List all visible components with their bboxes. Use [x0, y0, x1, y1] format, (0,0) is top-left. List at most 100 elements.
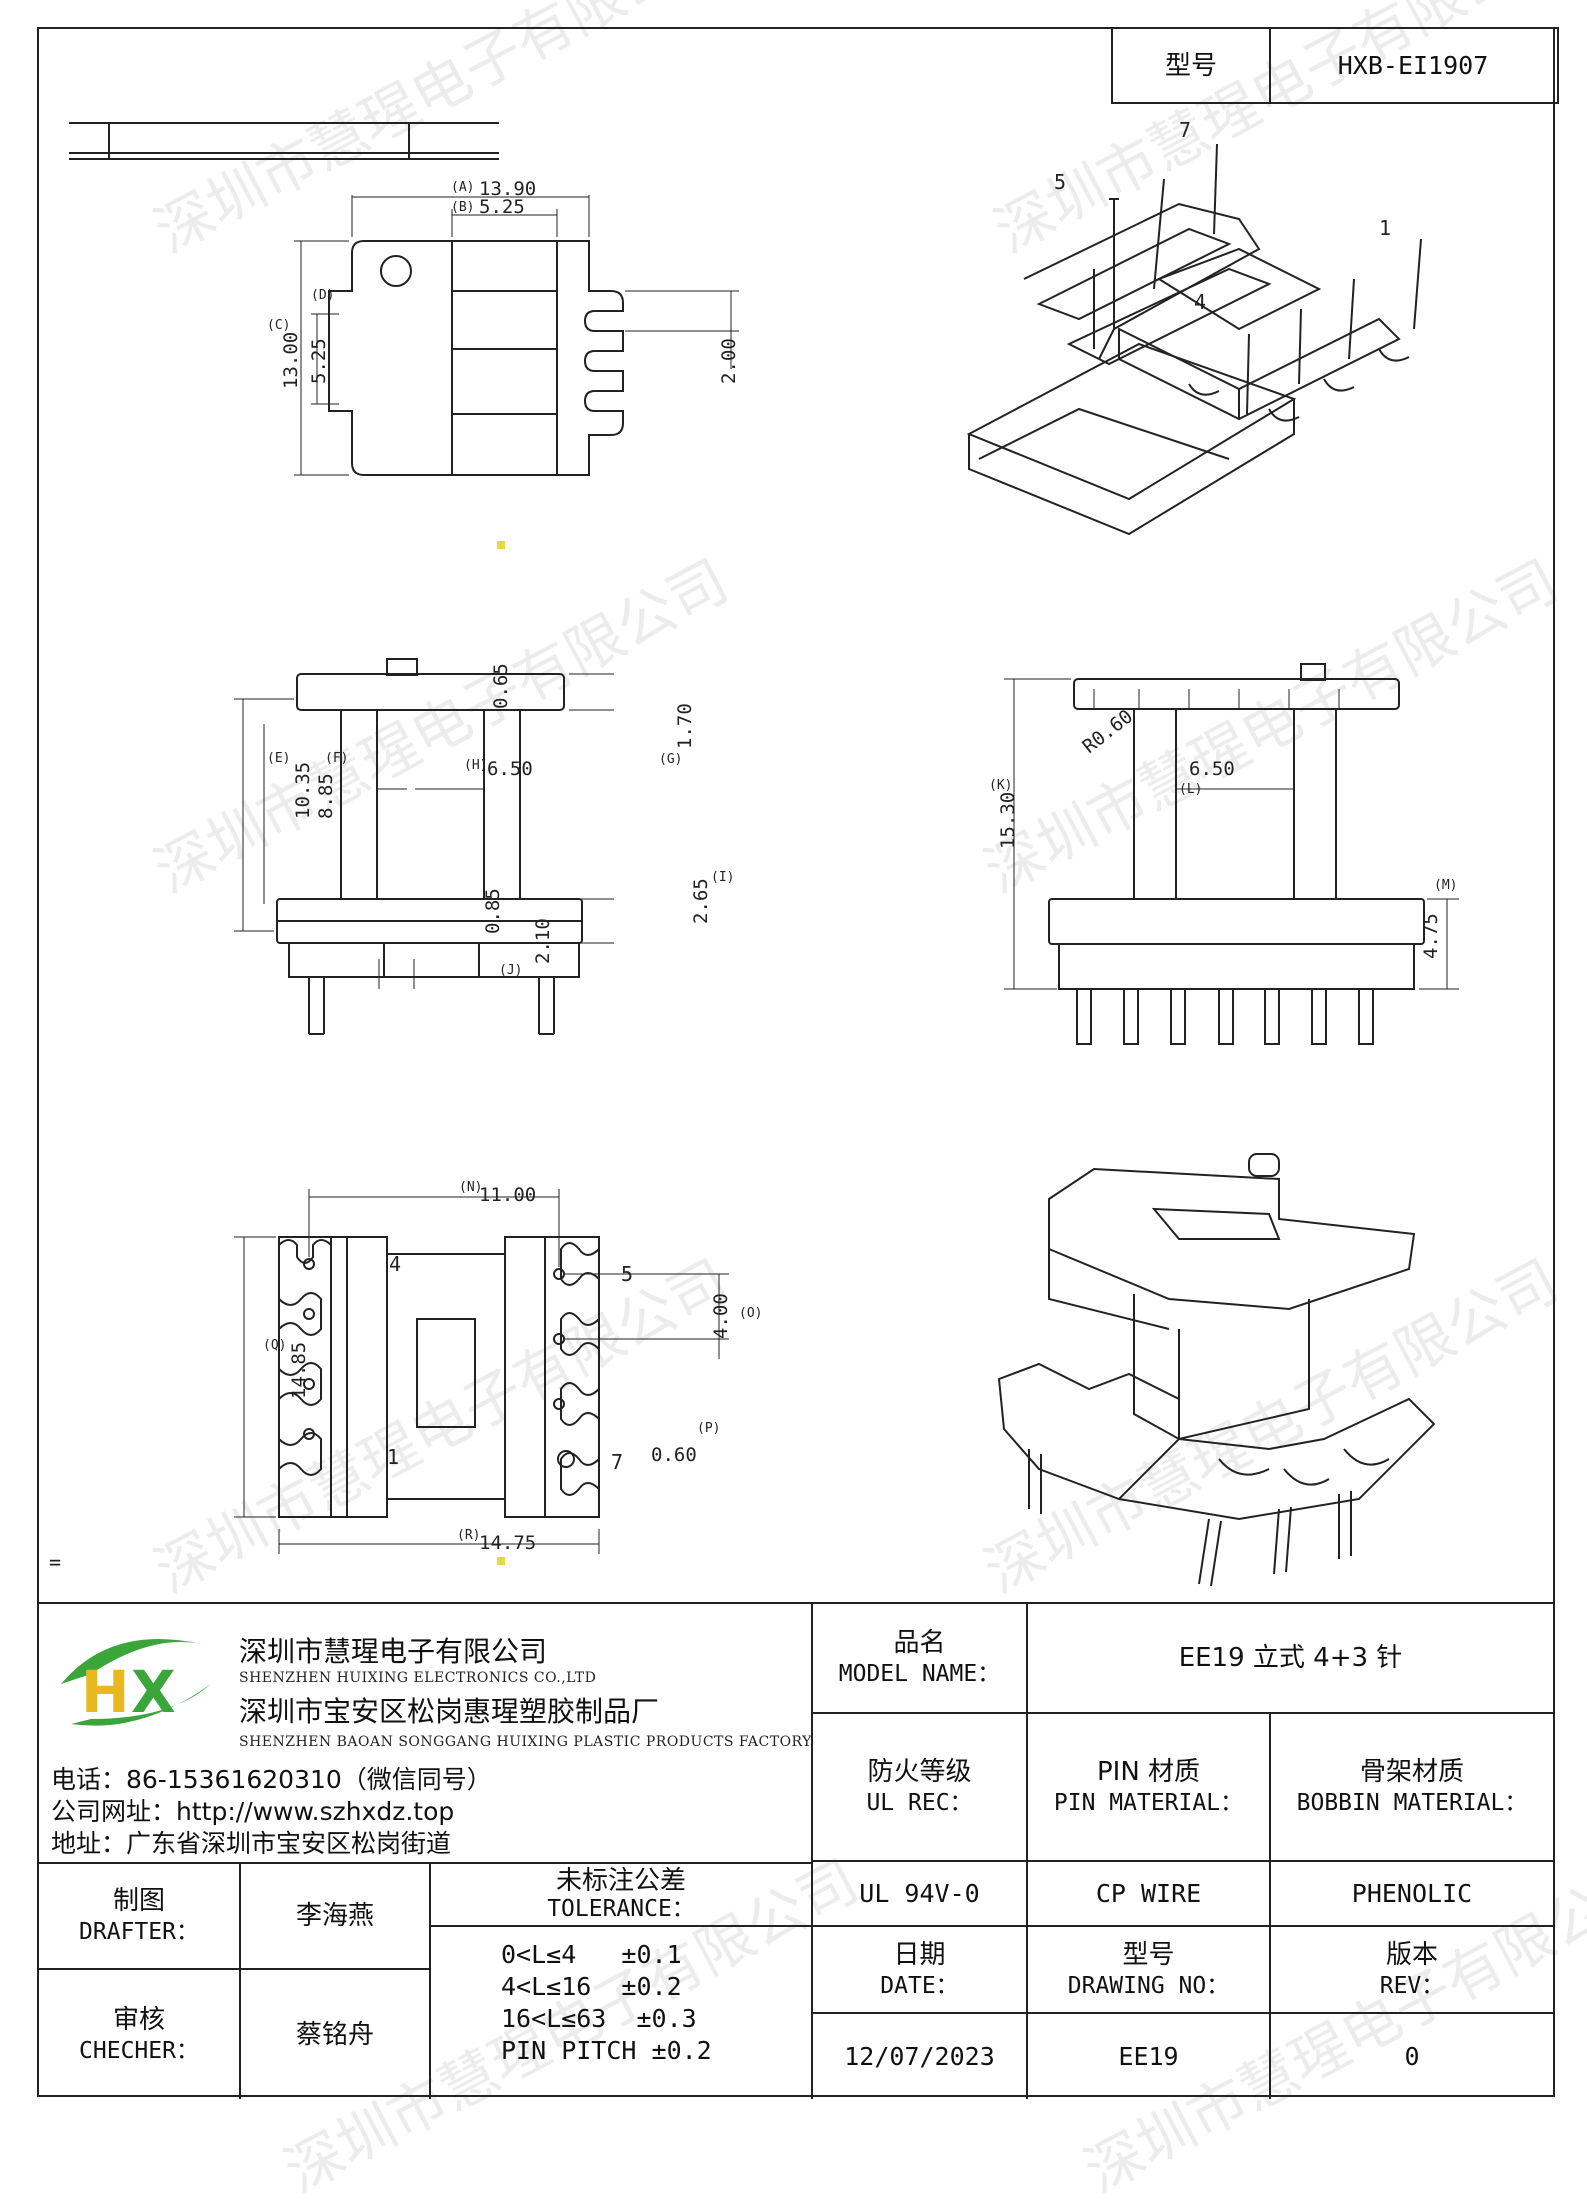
dim-tag-k: (K)	[989, 778, 1012, 793]
pin-label-5: 5	[621, 1262, 633, 1286]
side-strip-view	[69, 122, 499, 160]
model-name-value-cell: EE19 立式 4+3 针	[1026, 1604, 1553, 1714]
pin-label-4: 4	[389, 1252, 401, 1276]
svg-text:X: X	[131, 1658, 176, 1726]
drafter-en: DRAFTER：	[79, 1919, 199, 1945]
drawing-sheet: 型号 HXB-EI1907	[37, 27, 1559, 2099]
ul-label-zh: 防火等级	[867, 1757, 972, 1787]
drafter-name-cell: 李海燕	[239, 1862, 429, 1970]
dim-p-value: 0.60	[651, 1444, 697, 1466]
dim-g-value: 1.70	[674, 703, 696, 749]
rev-label-cell: 版本 REV：	[1269, 1927, 1553, 2014]
checker-name: 蔡铭舟	[295, 2019, 374, 2050]
dim-e-value: 10.35	[292, 762, 314, 819]
company-name-en: SHENZHEN HUIXING ELECTRONICS CO.,LTD	[239, 1670, 597, 1686]
checker-zh: 审核	[112, 2004, 165, 2035]
company-phone: 电话：86-15361620310（微信同号）	[51, 1765, 492, 1794]
pin-material-label-cell: PIN 材质 PIN MATERIAL：	[1026, 1714, 1269, 1862]
rev-value: 0	[1404, 2042, 1420, 2071]
date-zh: 日期	[893, 1939, 946, 1970]
dim-radius-value: R0.60	[1079, 705, 1138, 758]
model-value: HXB-EI1907	[1337, 51, 1489, 80]
tolerance-line-3: 16<L≤63 ±0.3	[501, 2004, 697, 2033]
dim-r2-value: 14.75	[479, 1532, 536, 1554]
tolerance-en: TOLERANCE：	[547, 1895, 695, 1922]
dim-tag-n: (N)	[459, 1180, 482, 1195]
company-logo: H X	[51, 1624, 221, 1734]
dim-tag-m: (M)	[1434, 878, 1457, 893]
drafter-zh: 制图	[112, 1886, 165, 1916]
dim-base-value: 0.85	[482, 888, 504, 934]
equals-mark: =	[49, 1550, 61, 1574]
dim-tag-l: (L)	[1179, 782, 1202, 797]
drafter-name: 李海燕	[295, 1901, 374, 1931]
pin-label-5-iso: 5	[1054, 170, 1066, 194]
drawing-no-en: DRAWING NO：	[1067, 1972, 1230, 1999]
isometric-view-bottom	[997, 1153, 1436, 1587]
side-view	[1004, 663, 1459, 1045]
factory-name-zh: 深圳市宝安区松岗惠瑆塑胶制品厂	[239, 1695, 660, 1728]
tolerance-values: 0<L≤4 ±0.1 4<L≤16 ±0.2 16<L≤63 ±0.3 PIN …	[429, 1927, 811, 2099]
tolerance-line-1: 0<L≤4 ±0.1	[501, 1940, 682, 1969]
front-view	[234, 658, 614, 1035]
model-name-label-cell: 品名 MODEL NAME：	[811, 1604, 1026, 1714]
drawing-no-value: EE19	[1118, 2042, 1179, 2071]
date-value-cell: 12/07/2023	[811, 2014, 1026, 2099]
tolerance-label-cell: 未标注公差 TOLERANCE：	[429, 1862, 811, 1927]
dim-tag-d: (D)	[311, 288, 334, 303]
rev-value-cell: 0	[1269, 2014, 1553, 2099]
dim-tag-r: (R)	[457, 1528, 480, 1543]
checker-en: CHECHER：	[79, 2037, 199, 2064]
dim-q-value: 14.85	[288, 1342, 310, 1399]
ul-value: UL 94V-0	[859, 1879, 980, 1908]
technical-drawing: (A) 13.90 (B) 5.25 (C) 13.00 (D) 5.25 2.…	[49, 118, 1459, 1587]
dim-tag-g: (G)	[659, 752, 682, 767]
tolerance-line-4: PIN PITCH ±0.2	[501, 2036, 712, 2065]
ul-label-en: UL REC：	[866, 1790, 973, 1816]
dim-slot-value: 2.00	[718, 338, 740, 384]
pin-material-en: PIN MATERIAL：	[1053, 1790, 1244, 1816]
dim-o-value: 4.00	[710, 1293, 732, 1339]
dim-h-value: 6.50	[487, 758, 533, 780]
dim-tag-b: (B)	[451, 200, 474, 215]
title-block: H X 深圳市慧瑆电子有限公司 SHENZHEN HUIXING ELECTRO…	[39, 1602, 1553, 2099]
pin-label-7: 7	[611, 1450, 623, 1474]
dim-k-value: 15.30	[997, 792, 1019, 849]
pin-label-4-iso: 4	[1194, 290, 1206, 314]
ul-value-cell: UL 94V-0	[811, 1862, 1026, 1927]
company-address: 地址：广东省深圳市宝安区松岗街道	[51, 1829, 452, 1858]
dim-b-value: 5.25	[479, 196, 525, 218]
dim-tag-e: (E)	[267, 751, 290, 766]
bobbin-material-en: BOBBIN MATERIAL：	[1296, 1790, 1528, 1816]
dim-top-value: 0.65	[490, 663, 512, 709]
drafter-label-cell: 制图 DRAFTER：	[39, 1862, 239, 1970]
model-name-zh: 品名	[893, 1628, 946, 1658]
bobbin-material-zh: 骨架材质	[1359, 1757, 1464, 1787]
dim-i-value: 2.65	[690, 878, 712, 924]
rev-en: REV：	[1379, 1972, 1445, 1999]
dim-tag-p: (P)	[697, 1421, 720, 1436]
marker	[497, 1557, 505, 1565]
drawing-no-value-cell: EE19	[1026, 2014, 1269, 2099]
pin-material-value-cell: CP WIRE	[1026, 1862, 1269, 1927]
rev-zh: 版本	[1385, 1939, 1438, 1970]
model-value-cell: HXB-EI1907	[1269, 27, 1559, 104]
bobbin-material-label-cell: 骨架材质 BOBBIN MATERIAL：	[1269, 1714, 1553, 1862]
dim-tag-f: (F)	[325, 751, 348, 766]
model-name-en: MODEL NAME：	[838, 1661, 1001, 1687]
pin-material-zh: PIN 材质	[1096, 1757, 1201, 1787]
pin-label-1-iso: 1	[1379, 216, 1391, 240]
marker	[497, 541, 505, 549]
ul-label-cell: 防火等级 UL REC：	[811, 1714, 1026, 1862]
checker-label-cell: 审核 CHECHER：	[39, 1970, 239, 2099]
dim-d-value: 5.25	[308, 338, 330, 384]
dim-l-value: 6.50	[1189, 758, 1235, 780]
dim-tag-j: (J)	[499, 963, 522, 978]
drawing-no-zh: 型号	[1122, 1939, 1175, 1970]
dim-m-value: 4.75	[1420, 913, 1442, 959]
date-value: 12/07/2023	[844, 2042, 995, 2071]
model-label: 型号	[1164, 50, 1217, 81]
pin-label-7-iso: 7	[1179, 118, 1191, 142]
model-label-cell: 型号	[1111, 27, 1271, 104]
tolerance-zh: 未标注公差	[555, 1865, 686, 1896]
